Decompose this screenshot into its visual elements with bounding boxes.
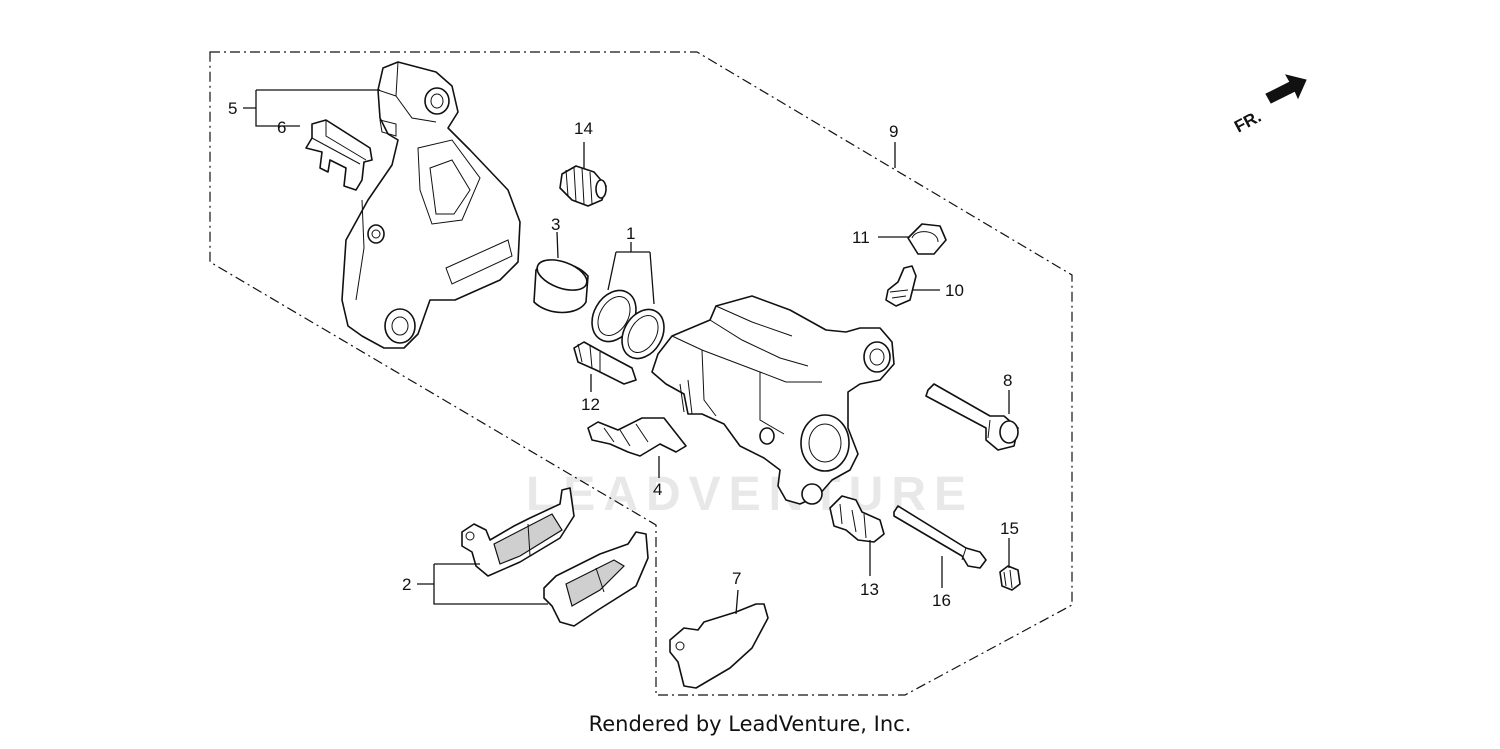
bleeder-cap	[907, 223, 947, 255]
caliper-bolt	[829, 495, 885, 543]
watermark: LEADVENTURE	[526, 468, 974, 521]
caliper-body	[651, 295, 895, 505]
callout-7: 7	[732, 569, 741, 588]
piston-seal-set	[591, 289, 665, 360]
caliper-piston	[533, 259, 589, 314]
callout-11: 11	[852, 228, 870, 247]
callout-14: 14	[574, 119, 593, 138]
callout-16: 16	[932, 591, 951, 610]
callout-1: 1	[626, 224, 635, 243]
caliper-slide-pin	[925, 383, 1019, 451]
callout-15: 15	[1000, 519, 1019, 538]
caliper-pin-boot	[559, 165, 607, 207]
callout-12: 12	[581, 395, 600, 414]
callout-13: 13	[860, 580, 879, 599]
assembly-outline	[209, 51, 1073, 696]
callout-3: 3	[551, 215, 560, 234]
bleeder-screw	[885, 265, 917, 307]
pin-plug	[999, 565, 1021, 591]
caliper-bracket	[341, 61, 521, 349]
callout-4: 4	[653, 480, 662, 499]
callout-10: 10	[945, 281, 964, 300]
front-label: FR.	[1231, 107, 1264, 137]
front-direction-indicator: FR.	[1231, 74, 1307, 137]
callout-8: 8	[1003, 371, 1012, 390]
callout-9: 9	[889, 122, 898, 141]
callout-2: 2	[402, 575, 411, 594]
brake-pad-set	[461, 487, 649, 627]
pad-pin	[893, 505, 987, 569]
leader-lines	[243, 89, 1010, 615]
render-credit: Rendered by LeadVenture, Inc.	[588, 712, 912, 736]
callout-6: 6	[277, 118, 286, 137]
pad-retainer-spring	[305, 119, 373, 191]
callout-5: 5	[228, 99, 237, 118]
pad-shim	[669, 603, 769, 689]
pad-spring	[587, 417, 687, 457]
pin-bolt	[573, 341, 637, 385]
callout-labels: 5 6 14 3 1 9 11 10 12 8 4 2 7 13 15 16	[228, 99, 1019, 610]
front-arrow-icon	[1265, 74, 1307, 104]
